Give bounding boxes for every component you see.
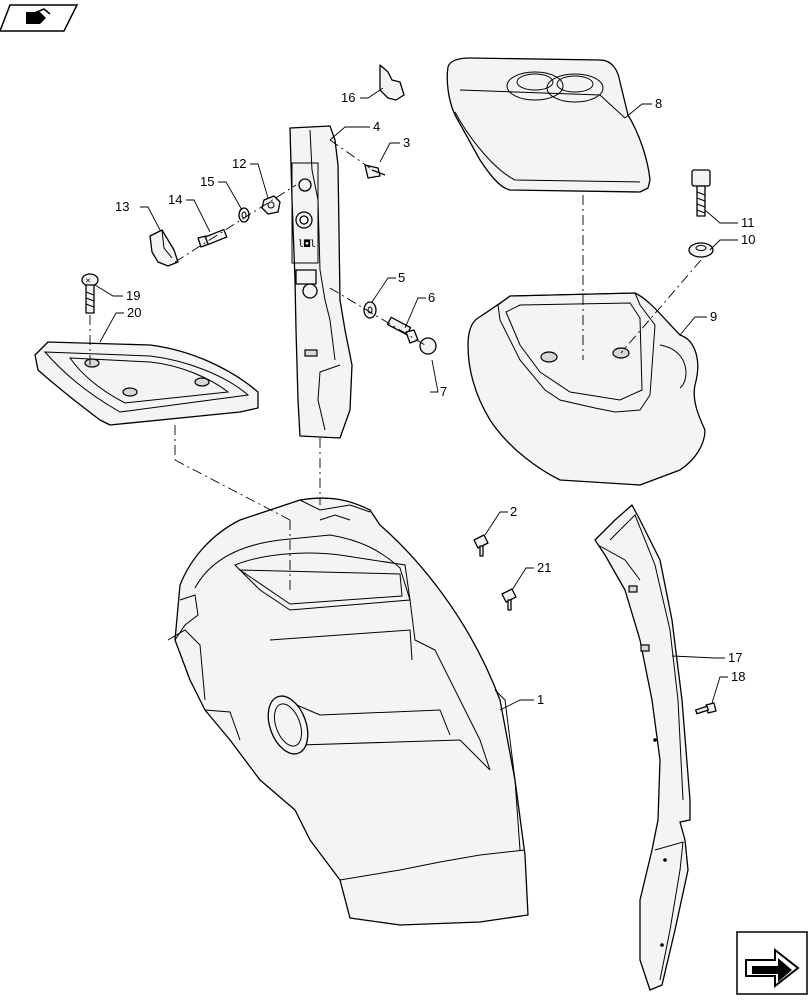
console-housing xyxy=(167,497,529,926)
callout-15: 15 xyxy=(200,174,214,189)
washer-5 xyxy=(363,301,377,319)
leader-lines xyxy=(94,87,738,711)
callout-19: 19 xyxy=(126,288,140,303)
plate-20 xyxy=(34,341,259,426)
screw-3 xyxy=(364,164,386,179)
callout-18: 18 xyxy=(731,669,745,684)
screw-18 xyxy=(695,702,717,715)
callout-4: 4 xyxy=(373,119,380,134)
plug-7 xyxy=(419,337,437,355)
washer-15 xyxy=(238,207,250,223)
washer-10 xyxy=(688,242,714,258)
callout-11: 11 xyxy=(741,215,755,230)
cap-13 xyxy=(149,229,179,267)
rivet-2 xyxy=(473,534,489,557)
armrest-cushion xyxy=(446,57,651,193)
callout-6: 6 xyxy=(428,290,435,305)
bolt-11 xyxy=(691,169,711,217)
armrest-base xyxy=(467,292,706,486)
book-hand-icon[interactable] xyxy=(0,4,79,32)
rivet-21 xyxy=(501,588,517,611)
callout-8: 8 xyxy=(655,96,662,111)
callout-7: 7 xyxy=(440,384,447,399)
callout-3: 3 xyxy=(403,135,410,150)
callout-12: 12 xyxy=(232,156,246,171)
screw-19: ✕ xyxy=(81,273,99,314)
callout-13: 13 xyxy=(115,199,129,214)
bolt-14 xyxy=(197,228,228,248)
callout-5: 5 xyxy=(398,270,405,285)
callout-16: 16 xyxy=(341,90,355,105)
clip-16 xyxy=(379,64,405,101)
callout-20: 20 xyxy=(127,305,141,320)
bolt-6 xyxy=(386,316,419,344)
trim-strip xyxy=(594,504,691,991)
nut-12 xyxy=(261,195,281,215)
pillar-bracket: l◘l xyxy=(289,125,353,439)
assembly-centerlines xyxy=(89,139,702,590)
svg-text:✕: ✕ xyxy=(85,277,91,285)
callouts: 1 2 3 4 5 6 7 8 9 10 11 12 13 14 15 16 1… xyxy=(115,90,755,707)
callout-9: 9 xyxy=(710,309,717,324)
callout-2: 2 xyxy=(510,504,517,519)
callout-21: 21 xyxy=(537,560,551,575)
next-page-arrow-icon[interactable] xyxy=(736,931,808,995)
callout-10: 10 xyxy=(741,232,755,247)
callout-1: 1 xyxy=(537,692,544,707)
callout-17: 17 xyxy=(728,650,742,665)
callout-14: 14 xyxy=(168,192,182,207)
svg-text:l◘l: l◘l xyxy=(298,239,316,250)
